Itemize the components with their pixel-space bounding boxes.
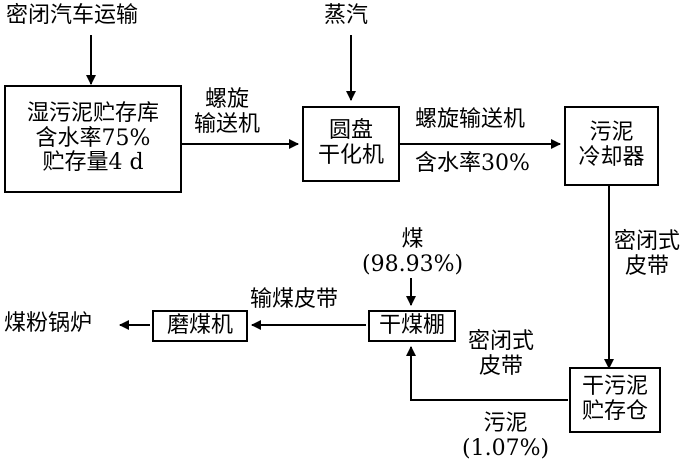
- disc-dryer-line2: 干化机: [317, 143, 384, 168]
- sealed-belt-1-line2: 皮带: [625, 253, 670, 279]
- wet-sludge-storage-box: 湿污泥贮存库 含水率75% 贮存量4 d: [4, 85, 182, 193]
- coal-input-line1: 煤: [401, 227, 424, 252]
- sludge-cooler-line1: 污泥: [589, 120, 634, 146]
- screw-conveyor-1-line1: 螺旋: [205, 87, 250, 112]
- screw-conveyor-1-line2: 输送机: [194, 111, 261, 137]
- coal-input-line2: (98.93%): [362, 251, 464, 277]
- sealed-belt-1-label: 密闭式 皮带: [614, 229, 681, 279]
- sludge-cooler-box: 污泥 冷却器: [564, 106, 659, 186]
- dry-sludge-silo-box: 干污泥 贮存仓: [569, 367, 661, 433]
- dry-coal-shed-name: 干煤棚: [378, 312, 445, 338]
- dry-coal-shed-box: 干煤棚: [368, 310, 456, 342]
- sealed-belt-2-line1: 密闭式: [468, 329, 535, 354]
- sealed-belt-1-line1: 密闭式: [614, 229, 681, 254]
- coal-input-label: 煤 (98.93%): [362, 227, 464, 277]
- wet-sludge-storage-name: 湿污泥贮存库: [26, 101, 159, 127]
- sludge-cooler-line2: 冷却器: [578, 145, 645, 170]
- disc-dryer-line1: 圆盘: [328, 118, 373, 144]
- moisture-30-label: 含水率30%: [415, 151, 530, 176]
- steam-label: 蒸汽: [324, 3, 369, 28]
- sealed-belt-2-line2: 皮带: [479, 353, 524, 379]
- wet-sludge-moisture: 含水率75%: [35, 125, 151, 151]
- wet-sludge-capacity: 贮存量4 d: [42, 150, 144, 176]
- coal-belt-label: 输煤皮带: [250, 287, 339, 312]
- pulverized-coal-boiler-label: 煤粉锅炉: [4, 311, 93, 336]
- arrow-silo-to-shed: [406, 346, 568, 401]
- screw-conveyor-2-label: 螺旋输送机: [415, 107, 526, 132]
- disc-dryer-box: 圆盘 干化机: [302, 106, 400, 182]
- sludge-input-line1: 污泥: [483, 411, 528, 436]
- sludge-input-label: 污泥 (1.07%): [462, 411, 550, 461]
- sealed-belt-2-label: 密闭式 皮带: [468, 329, 535, 379]
- coal-mill-box: 磨煤机: [152, 310, 248, 342]
- screw-conveyor-1-label: 螺旋 输送机: [194, 87, 261, 137]
- dry-sludge-silo-line1: 干污泥: [581, 374, 648, 400]
- transport-truck-label: 密闭汽车运输: [6, 3, 139, 28]
- dry-sludge-silo-line2: 贮存仓: [581, 399, 648, 424]
- sludge-input-line2: (1.07%): [462, 435, 550, 461]
- coal-mill-name: 磨煤机: [166, 312, 233, 338]
